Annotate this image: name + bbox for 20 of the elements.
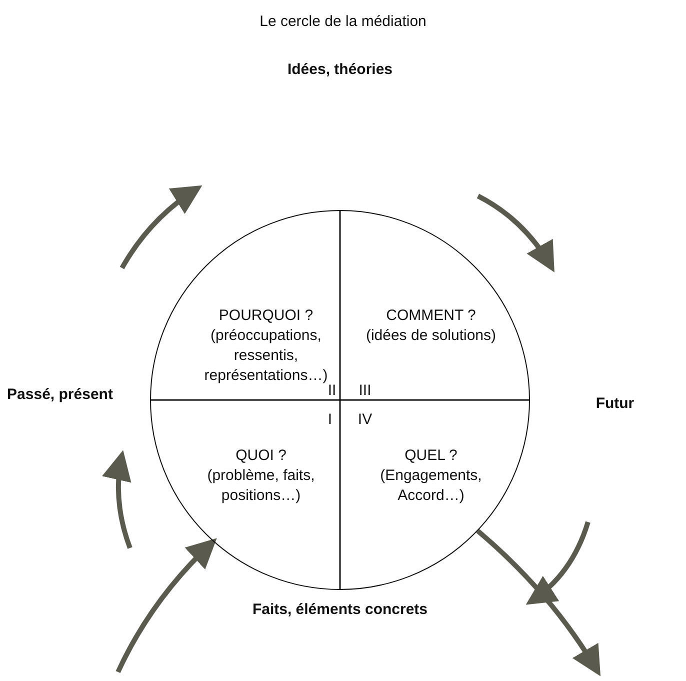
axis-label: Faits, éléments concrets [251,600,429,619]
quadrant-number: IV [356,410,374,429]
quadrant-heading: POURQUOI ? [218,306,314,326]
quadrant-number: II [327,381,338,400]
axis-label: Passé, présent [6,385,114,404]
quadrant-number: III [358,381,372,400]
diagram-title: Le cercle de la médiation [258,12,428,31]
circle-outline [150,210,530,590]
axis-label: Idées, théories [286,60,394,79]
quadrant-heading: QUOI ? [234,446,288,466]
quadrant-description: (problème, faits, positions…) [206,466,316,506]
quadrant-heading: COMMENT ? [385,306,477,326]
arrow [116,538,217,674]
quadrant-description: (idées de solutions) [364,326,498,346]
axis-label: Futur [594,394,636,413]
quadrant-description: (préoccupations, ressentis, représentations…) [203,326,329,386]
quadrant-heading: QUEL ? [404,446,458,466]
arrow [476,528,601,676]
quadrant-description: (Engagements, Accord…) [379,466,483,506]
quadrant-number: I [326,410,334,429]
